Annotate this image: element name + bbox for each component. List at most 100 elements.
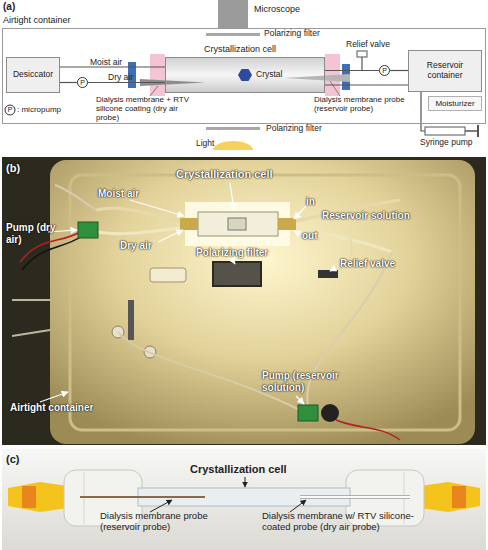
tube-photo bbox=[55, 185, 96, 210]
cell-fitting bbox=[180, 218, 198, 230]
tube-photo bbox=[12, 330, 50, 336]
syringe-plunger bbox=[465, 130, 478, 132]
edge-label: Dry air bbox=[108, 73, 133, 83]
clamp-photo bbox=[22, 486, 36, 508]
tube-label: Moist air bbox=[98, 188, 139, 200]
relief-valve-symbol bbox=[357, 51, 367, 57]
pump-label: Pump (dry air) bbox=[6, 222, 58, 245]
node-text: Desiccator bbox=[13, 70, 53, 80]
cell-fitting bbox=[278, 218, 296, 230]
panel-letter: (b) bbox=[6, 162, 20, 175]
edge-label: Moist air bbox=[90, 58, 122, 68]
part-photo bbox=[150, 268, 186, 282]
filter-label: Polarizing filter bbox=[196, 247, 268, 259]
filter-label: Polarizing filter bbox=[264, 29, 320, 39]
container-tray bbox=[50, 160, 475, 444]
tube-photo bbox=[96, 208, 180, 221]
probe-photo bbox=[300, 496, 410, 498]
valve-label: Relief valve bbox=[346, 40, 390, 50]
microscope-box: Microscope bbox=[218, 0, 248, 28]
tube-photo bbox=[12, 299, 50, 301]
crystal-label: Crystal bbox=[256, 70, 282, 80]
tube-label: Reservoir solution bbox=[322, 210, 410, 222]
polarizing-filter bbox=[206, 33, 260, 36]
wire-photo bbox=[20, 232, 80, 262]
pump-legend-symbol bbox=[5, 105, 15, 115]
connectors bbox=[60, 67, 408, 85]
leader-arrow bbox=[296, 396, 304, 404]
leader-arrow bbox=[294, 206, 306, 219]
tube-photo bbox=[307, 252, 392, 405]
wire-photo bbox=[22, 236, 82, 270]
clamp-photo bbox=[420, 482, 480, 512]
desiccator-box: Desiccator bbox=[6, 57, 60, 93]
leader-line bbox=[150, 86, 158, 96]
reservoir-box: Reservoir container bbox=[408, 50, 482, 92]
motor-photo bbox=[321, 404, 339, 422]
syringe-label: Syringe pump bbox=[420, 138, 472, 148]
container-box: Airtight containerDesiccatorCrystallizat… bbox=[2, 28, 486, 124]
probe-label: Dialysis membrane w/ RTV silicone-coated… bbox=[262, 511, 432, 533]
node-text: Crystallization cell bbox=[204, 44, 276, 54]
port-label: out bbox=[302, 230, 318, 242]
pump-label: Pump (reservoir solution) bbox=[262, 370, 374, 393]
end-cap bbox=[150, 54, 165, 96]
moisturizer-box: Moisturizer bbox=[428, 96, 482, 111]
leader-arrow bbox=[294, 231, 300, 234]
panel-letter: (a) bbox=[3, 1, 15, 13]
leader-arrow bbox=[245, 477, 246, 487]
pump-photo bbox=[78, 222, 98, 238]
probe-photo bbox=[80, 496, 205, 498]
syringe-tube bbox=[421, 92, 425, 131]
syringe-body bbox=[425, 127, 465, 135]
cell-box: Crystallization cell bbox=[165, 57, 325, 93]
photo-cell bbox=[2, 449, 486, 550]
node-text: Moisturizer bbox=[435, 99, 474, 108]
reservoir-probe bbox=[285, 74, 350, 82]
node-text: Microscope bbox=[254, 4, 300, 14]
wire-photo bbox=[336, 420, 400, 440]
cell-window bbox=[228, 218, 246, 230]
node-text: Airtight container bbox=[3, 15, 71, 25]
cell-tube bbox=[165, 57, 325, 93]
cell-label: Crystallization cell bbox=[176, 168, 273, 181]
tray-rim bbox=[70, 175, 460, 430]
clamp-photo bbox=[452, 486, 466, 508]
photo-setup bbox=[2, 157, 486, 445]
tube-photo bbox=[296, 229, 392, 252]
part-photo bbox=[128, 300, 134, 340]
legend-text: : micropump bbox=[17, 105, 61, 114]
probe-label: Dialysis membrane probe (reservoir probe… bbox=[100, 511, 228, 533]
probe-label: Dialysis membrane probe (reservoir probe… bbox=[314, 95, 416, 113]
pump-photo bbox=[298, 405, 318, 421]
pump-circle: P bbox=[77, 77, 88, 88]
node-text: Reservoir container bbox=[409, 61, 481, 81]
clamp-photo bbox=[8, 482, 68, 512]
leader-line bbox=[330, 81, 340, 96]
node-text: P bbox=[382, 67, 387, 74]
tube-photo bbox=[98, 228, 180, 234]
filter-label: Polarizing filter bbox=[266, 124, 322, 134]
container-label: Airtight container bbox=[10, 402, 93, 414]
light-label: Light bbox=[196, 139, 214, 149]
leader-arrow bbox=[158, 230, 183, 242]
photo-background bbox=[2, 157, 486, 445]
pump-circle: P bbox=[379, 65, 390, 76]
leader-arrow bbox=[40, 392, 68, 402]
cell-photo bbox=[198, 212, 278, 236]
light-source bbox=[213, 141, 253, 150]
tube-connector bbox=[390, 70, 408, 71]
leader-arrow bbox=[330, 268, 336, 271]
leader-arrow bbox=[230, 183, 234, 210]
tube-connector bbox=[88, 82, 165, 83]
port-label: in bbox=[306, 196, 315, 208]
probe-label: Dialysis membrane + RTV silicone coating… bbox=[96, 95, 200, 123]
valve-label: Relief valve bbox=[340, 258, 395, 270]
tube-label: Dry air bbox=[120, 240, 152, 252]
cell-label: Crystallization cell bbox=[190, 463, 287, 476]
lit-window bbox=[185, 202, 290, 246]
panel-letter: (c) bbox=[6, 453, 19, 466]
pump-symbol-letter: P bbox=[5, 106, 15, 114]
